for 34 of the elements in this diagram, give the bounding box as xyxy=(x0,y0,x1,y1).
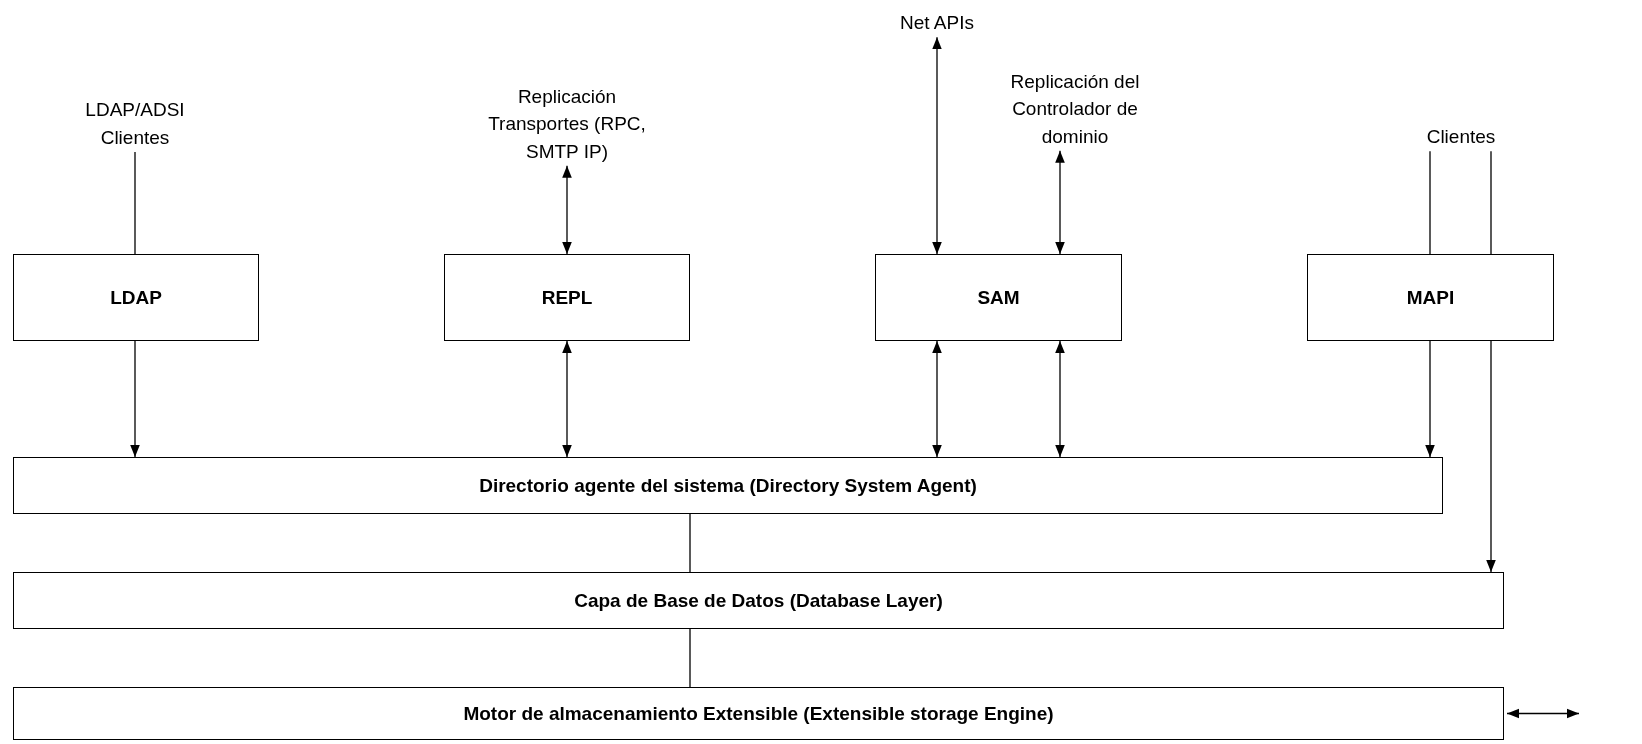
arrow xyxy=(1506,708,1580,719)
label-text: Replicación Transportes (RPC, SMTP IP) xyxy=(482,80,652,168)
arrow xyxy=(932,340,942,458)
process-box xyxy=(13,687,1504,740)
arrow xyxy=(562,340,572,458)
connector-line xyxy=(1429,150,1431,255)
arrow xyxy=(932,36,942,255)
process-box xyxy=(444,254,690,341)
label-text: Net APIs xyxy=(787,6,1087,40)
box-label: REPL xyxy=(541,286,593,309)
arrow xyxy=(1486,340,1496,573)
connector-line xyxy=(689,628,691,688)
arrow xyxy=(1055,340,1065,458)
arrow xyxy=(130,340,140,458)
box-label: Capa de Base de Datos (Database Layer) xyxy=(574,589,943,612)
label-text: Clientes xyxy=(1400,108,1522,166)
box-label: Motor de almacenamiento Extensible (Extensible storage Engine) xyxy=(463,702,1054,725)
box-label: MAPI xyxy=(1406,286,1455,309)
process-box xyxy=(1307,254,1554,341)
box-label: LDAP xyxy=(110,286,162,309)
box-label: SAM xyxy=(977,286,1020,309)
process-box xyxy=(875,254,1122,341)
arrow xyxy=(1055,150,1065,255)
process-box xyxy=(13,254,259,341)
arrow xyxy=(562,165,572,255)
connector-line xyxy=(1490,150,1492,255)
connector-line xyxy=(134,151,136,255)
box-label: Directorio agente del sistema (Directory System Agent) xyxy=(479,474,977,497)
arrow xyxy=(1425,340,1435,458)
process-box xyxy=(13,457,1443,514)
label-text: Replicación del Controlador de dominio xyxy=(995,50,1155,168)
label-text: LDAP/ADSI Clientes xyxy=(75,80,195,168)
connector-line xyxy=(689,513,691,573)
process-box xyxy=(13,572,1504,629)
